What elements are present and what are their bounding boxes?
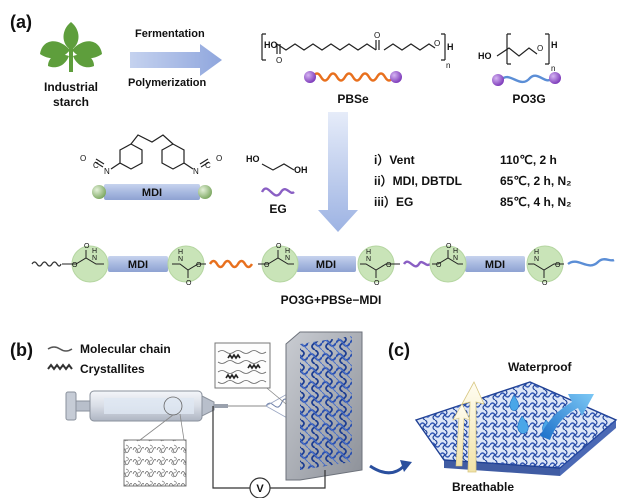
solution-inset bbox=[123, 439, 187, 487]
po3g-ho: HO bbox=[478, 51, 492, 61]
mdi-atom-n-left: N bbox=[104, 167, 110, 176]
svg-text:N: N bbox=[285, 255, 290, 262]
condition-detail-3: 85℃, 4 h, N₂ bbox=[500, 195, 572, 209]
eg-atom-oh: OH bbox=[294, 165, 308, 175]
svg-text:O: O bbox=[264, 262, 270, 269]
mdi-block-icon bbox=[92, 184, 212, 200]
pbse-ester-o: O bbox=[434, 39, 440, 48]
pbse-name: PBSe bbox=[337, 92, 369, 106]
legend-molecular-chain: Molecular chain bbox=[80, 342, 171, 356]
svg-text:N: N bbox=[178, 256, 183, 263]
panel-c-label: (c) bbox=[388, 340, 410, 360]
mdi-block-label: MDI bbox=[142, 187, 162, 199]
svg-text:O: O bbox=[72, 262, 78, 269]
zoom-line-2 bbox=[179, 413, 185, 441]
svg-text:O: O bbox=[386, 262, 392, 269]
svg-text:N: N bbox=[92, 255, 97, 262]
svg-text:H: H bbox=[92, 248, 97, 255]
product-chain bbox=[31, 245, 615, 283]
eg-chain-icon bbox=[260, 187, 295, 197]
waterproof-label: Waterproof bbox=[508, 360, 573, 374]
po3g-o: O bbox=[537, 44, 543, 53]
svg-text:O: O bbox=[446, 243, 452, 250]
eg-name: EG bbox=[269, 202, 286, 216]
condition-step-3: iii）EG bbox=[374, 194, 413, 209]
pbse-carbonyl-o2: O bbox=[374, 31, 380, 40]
reaction-arrow bbox=[318, 112, 358, 232]
svg-text:O: O bbox=[196, 262, 202, 269]
svg-text:O: O bbox=[276, 243, 282, 250]
po3g-name: PO3G bbox=[512, 92, 545, 106]
voltage-symbol: V bbox=[256, 483, 264, 495]
eg-structure bbox=[261, 163, 295, 171]
panel-b-label: (b) bbox=[10, 340, 33, 360]
svg-text:N: N bbox=[534, 256, 539, 263]
svg-text:O: O bbox=[555, 262, 561, 269]
svg-text:H: H bbox=[178, 249, 183, 256]
svg-text:H: H bbox=[285, 248, 290, 255]
chain-mdi-block-1: MDI bbox=[128, 259, 148, 271]
condition-detail-1: 110℃, 2 h bbox=[500, 153, 557, 167]
process-arrow bbox=[130, 44, 222, 76]
molecular-chain-legend-icon bbox=[47, 346, 73, 352]
mdi-structure bbox=[94, 134, 210, 170]
breathable-arrows-icon bbox=[452, 381, 485, 473]
syringe-icon bbox=[65, 390, 228, 422]
po3g-h: H bbox=[551, 40, 558, 50]
svg-text:H: H bbox=[453, 248, 458, 255]
pbse-chain-icon bbox=[304, 71, 402, 83]
svg-text:O: O bbox=[374, 280, 380, 287]
starch-label-line1: Industrial bbox=[44, 80, 98, 94]
panel-a-label: (a) bbox=[10, 12, 32, 32]
pbse-h: H bbox=[447, 42, 454, 52]
svg-text:N: N bbox=[453, 255, 458, 262]
starch-plant-icon bbox=[40, 22, 102, 72]
transition-arrow-head bbox=[400, 460, 412, 472]
mdi-atom-c-right: C bbox=[205, 161, 211, 170]
svg-text:O: O bbox=[542, 280, 548, 287]
po3g-chain-icon bbox=[492, 72, 561, 86]
urethane-atoms: O N H O N H O O O N H O N H O O O N H O … bbox=[72, 243, 561, 287]
arrow-label-polymerization: Polymerization bbox=[128, 77, 207, 89]
product-name: PO3G+PBSe−MDI bbox=[281, 293, 382, 307]
voltage-source-icon bbox=[249, 477, 271, 498]
arrow-label-fermentation: Fermentation bbox=[135, 28, 205, 40]
legend-crystallites: Crystallites bbox=[80, 362, 145, 376]
svg-text:O: O bbox=[186, 280, 192, 287]
svg-text:O: O bbox=[84, 243, 90, 250]
zoom-line-1 bbox=[139, 414, 174, 441]
po3g-structure bbox=[496, 33, 550, 65]
chain-mdi-block-2: MDI bbox=[316, 259, 336, 271]
condition-detail-2: 65℃, 2 h, N₂ bbox=[500, 174, 572, 188]
mdi-atom-n-right: N bbox=[193, 167, 199, 176]
mdi-atom-o-right: O bbox=[216, 154, 222, 163]
fiber-membrane bbox=[414, 381, 618, 476]
svg-text:H: H bbox=[534, 249, 539, 256]
fiber-inset bbox=[214, 342, 271, 389]
pbse-ho: HO bbox=[264, 40, 278, 50]
circuit-wire bbox=[212, 406, 326, 489]
collector-plate bbox=[285, 331, 363, 481]
mdi-atom-o-left: O bbox=[80, 154, 86, 163]
mdi-atom-c-left: C bbox=[93, 161, 99, 170]
pbse-n: n bbox=[446, 61, 450, 70]
waterproof-arrow-icon bbox=[540, 394, 594, 440]
condition-step-2: ii）MDI, DBTDL bbox=[374, 173, 462, 188]
condition-step-1: i）Vent bbox=[374, 152, 415, 167]
svg-text:O: O bbox=[436, 262, 442, 269]
svg-text:N: N bbox=[366, 256, 371, 263]
breathable-label: Breathable bbox=[452, 480, 514, 494]
po3g-n: n bbox=[551, 64, 555, 73]
eg-atom-ho: HO bbox=[246, 154, 260, 164]
svg-text:H: H bbox=[366, 249, 371, 256]
pbse-structure bbox=[261, 33, 446, 61]
crystallites-legend-icon bbox=[47, 363, 73, 371]
starch-label-line2: starch bbox=[53, 95, 89, 109]
pbse-carbonyl-o: O bbox=[276, 56, 282, 65]
transition-arrow bbox=[369, 464, 406, 475]
chain-mdi-block-3: MDI bbox=[485, 259, 505, 271]
